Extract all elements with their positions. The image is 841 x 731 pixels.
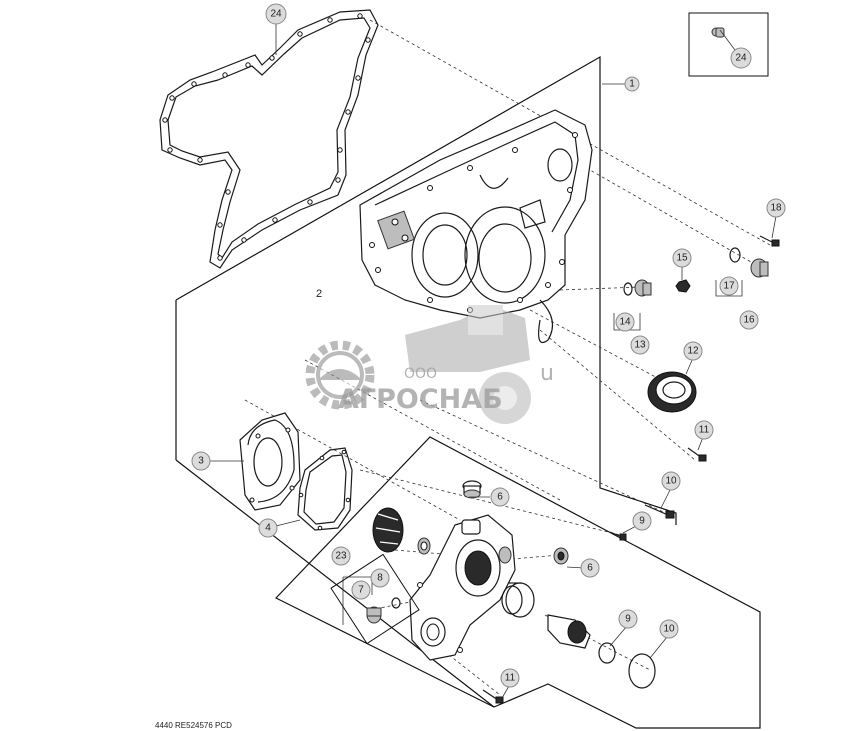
svg-text:9: 9 [639,516,645,527]
svg-text:13: 13 [634,340,646,351]
gasket-part-22 [159,9,379,269]
bolt-part-11 [482,689,504,704]
svg-text:24: 24 [735,53,747,64]
plug-part-6-top [462,480,482,499]
bracket-part-23 [330,553,420,645]
washer-part-20 [729,247,741,263]
svg-text:17: 17 [723,281,735,292]
callout-14[interactable]: 11 [694,420,714,440]
pump-gasket-part-4 [297,447,353,531]
frame-front-cover-assembly [175,55,677,525]
svg-text:12: 12 [687,346,699,357]
tractor-logo-icon [405,305,531,424]
svg-text:6: 6 [587,563,593,574]
water-pump-housing [409,514,516,661]
callout-15[interactable]: 12 [683,341,703,361]
callout-9[interactable]: 9 [618,609,638,629]
snap-ring-part-9 [598,642,616,664]
watermark-fragment: u [540,361,554,386]
svg-text:7: 7 [358,585,364,596]
watermark-prefix: ООО [404,366,437,382]
svg-text:14: 14 [619,317,631,328]
svg-text:16: 16 [743,315,755,326]
callout-18[interactable]: 15 [672,248,692,268]
agrosnab-watermark: ООО АГРОСНАБ u [305,305,554,424]
svg-text:1: 1 [629,79,635,90]
callout-8[interactable]: 8 [370,568,390,588]
plug-part-16 [634,279,652,297]
callout-2[interactable]: 2 [316,288,322,300]
callout-11[interactable]: 11 [500,668,520,688]
svg-text:10: 10 [665,476,677,487]
svg-text:4: 4 [265,523,271,534]
callout-12[interactable]: 9 [632,511,652,531]
frame-diagonal [175,459,495,708]
svg-text:18: 18 [770,203,782,214]
leader-lines [210,22,777,699]
callout-19[interactable]: 16 [739,310,759,330]
callout-20[interactable]: 17 [719,276,739,296]
bolt-part-14 [687,447,707,462]
svg-text:6: 6 [497,492,503,503]
bearing-sleeve [501,582,535,618]
washer-part-17 [623,282,633,296]
callout-17[interactable]: 14 [615,312,635,332]
bolt-part-13 [644,504,675,519]
svg-text:23: 23 [335,551,347,562]
svg-text:15: 15 [676,253,688,264]
drawing-reference-code: 4440 RE524576 PCD [155,721,232,730]
bolt-part-12 [609,531,627,541]
callout-6-top[interactable]: 6 [490,487,510,507]
gear-logo-icon [305,340,375,410]
callout-23[interactable]: 23 [331,546,351,566]
cap-part-7 [366,606,382,624]
callout-21[interactable]: 18 [766,198,786,218]
callout-22[interactable]: 24 [265,3,287,25]
callout-4[interactable]: 4 [258,518,278,538]
plug-part-6-side [553,547,569,565]
shaft [547,614,591,649]
cover-plate-part-3 [239,412,301,511]
svg-text:11: 11 [699,425,710,436]
callout-6-side[interactable]: 6 [580,558,600,578]
plug-part-19 [750,258,769,278]
callout-10[interactable]: 10 [659,619,679,639]
svg-text:10: 10 [663,624,675,635]
front-cover-part-1 [359,109,593,344]
seal-part-15 [647,371,697,413]
inset-box-part-24 [688,12,769,77]
callout-1[interactable]: 1 [624,76,640,92]
oring-part-8 [391,597,401,609]
svg-text:24: 24 [270,9,282,20]
svg-text:9: 9 [625,614,631,625]
plug-part-24 [711,27,725,38]
callout-13[interactable]: 10 [661,471,681,491]
svg-text:11: 11 [505,673,516,684]
watermark-company-name: АГРОСНАБ [338,384,503,415]
svg-text:3: 3 [198,456,204,467]
callout-7[interactable]: 7 [351,580,371,600]
bolt-part-21 [759,235,780,247]
nut-part-18 [675,279,691,293]
impeller [372,507,431,555]
snap-ring-part-10 [628,653,656,689]
svg-text:8: 8 [377,573,383,584]
callout-3[interactable]: 3 [191,451,211,471]
callout-16[interactable]: 13 [630,335,650,355]
callout-24[interactable]: 24 [730,47,752,69]
